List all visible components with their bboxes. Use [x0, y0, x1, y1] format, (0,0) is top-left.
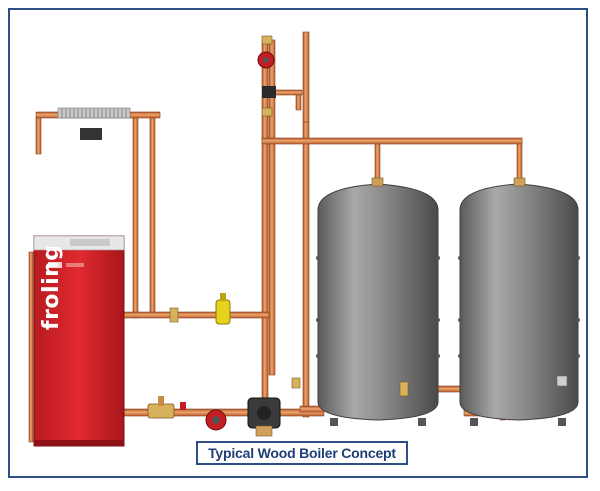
thermostatic-valve-icon: [147, 396, 186, 419]
air-separator-icon: [215, 293, 231, 325]
mixing-valve-icon: [247, 397, 281, 437]
boiler-display: [70, 239, 110, 246]
wood-boiler: [33, 235, 125, 447]
ball-valves: [169, 35, 409, 397]
tank-fittings: [371, 177, 526, 187]
diagram-caption: Typical Wood Boiler Concept: [196, 441, 408, 465]
wall-sensor-icon: [556, 375, 568, 387]
boiler-logo-plate: [48, 262, 62, 268]
expansion-fitting: [262, 86, 276, 98]
storage-tank-left: [316, 183, 440, 426]
circulator-pump-icon: [205, 409, 227, 431]
storage-tank-right: [458, 183, 580, 426]
boiler-brand-logo: froling: [39, 244, 64, 330]
heat-exchanger-coil: [57, 107, 131, 140]
controller-box-icon: [80, 128, 102, 140]
circulator-pump-top-icon: [257, 51, 275, 69]
diagram-frame: [8, 8, 588, 478]
